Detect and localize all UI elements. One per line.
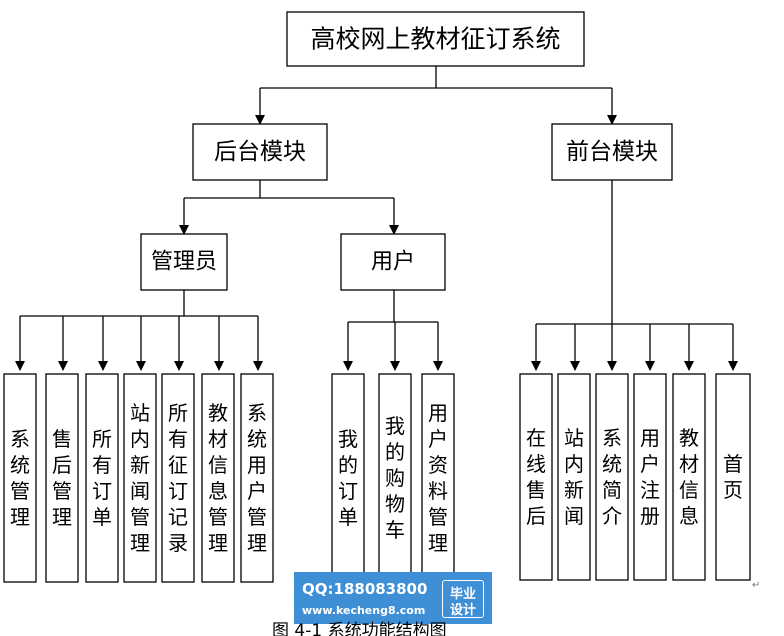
watermark-url: www.kecheng8.com [302, 604, 426, 617]
watermark-badge-line1: 毕业 [449, 587, 476, 602]
admin-item-0: 系统管理 [3, 373, 37, 583]
paragraph-mark: ↵ [752, 580, 761, 591]
frontend-item-4-box [672, 373, 706, 581]
admin-item-5-box [201, 373, 235, 583]
frontend-item-0-box [519, 373, 553, 581]
backend-module-node-label: 后台模块 [214, 139, 306, 165]
admin-item-0-box [3, 373, 37, 583]
admin-item-4: 所有征订记录 [161, 373, 195, 583]
admin-item-6: 系统用户管理 [240, 373, 274, 583]
admin-item-5: 教材信息管理 [201, 373, 235, 583]
frontend-item-2-label: 系统简介 [602, 426, 622, 528]
admin-item-5-label: 教材信息管理 [208, 401, 228, 555]
admin-node-box [140, 233, 228, 291]
root-node: 高校网上教材征订系统 [286, 11, 585, 67]
frontend-item-3-box [633, 373, 667, 581]
user-item-2-label: 用户资料管理 [428, 401, 448, 555]
backend-module-node-box [192, 123, 328, 181]
user-item-1-label: 我的购物车 [385, 414, 405, 542]
admin-item-1: 售后管理 [45, 373, 79, 583]
figure-caption: 图 4-1 系统功能结构图 [272, 621, 447, 636]
admin-item-4-box [161, 373, 195, 583]
admin-item-0-label: 系统管理 [10, 427, 30, 529]
admin-item-2-label: 所有订单 [92, 427, 112, 529]
frontend-item-1-box [557, 373, 591, 581]
frontend-item-5: 首页 [715, 373, 751, 581]
admin-item-1-box [45, 373, 79, 583]
watermark: QQ:188083800 www.kecheng8.com 毕业 设计 [294, 572, 492, 624]
frontend-item-4-label: 教材信息 [679, 426, 699, 528]
frontend-item-1: 站内新闻 [557, 373, 591, 581]
admin-item-2-box [85, 373, 119, 583]
frontend-module-node: 前台模块 [551, 123, 673, 181]
user-item-1-box [378, 373, 412, 583]
root-node-box [286, 11, 585, 67]
user-item-0-label: 我的订单 [338, 427, 358, 529]
frontend-item-3-label: 用户注册 [640, 426, 660, 528]
user-node: 用户 [340, 233, 446, 291]
user-node-box [340, 233, 446, 291]
admin-item-6-label: 系统用户管理 [247, 401, 267, 555]
backend-module-node: 后台模块 [192, 123, 328, 181]
admin-item-3: 站内新闻管理 [123, 373, 157, 583]
user-item-2: 用户资料管理 [421, 373, 455, 583]
admin-item-2: 所有订单 [85, 373, 119, 583]
root-node-label: 高校网上教材征订系统 [310, 25, 560, 54]
admin-item-3-label: 站内新闻管理 [130, 401, 150, 555]
frontend-item-5-label: 首页 [723, 452, 743, 502]
frontend-module-node-label: 前台模块 [566, 139, 658, 165]
frontend-item-4: 教材信息 [672, 373, 706, 581]
connector-lines [15, 66, 738, 371]
admin-item-1-label: 售后管理 [52, 427, 72, 529]
frontend-item-1-label: 站内新闻 [564, 426, 584, 528]
frontend-item-0: 在线售后 [519, 373, 553, 581]
admin-item-3-box [123, 373, 157, 583]
watermark-badge: 毕业 设计 [442, 580, 484, 618]
user-item-2-box [421, 373, 455, 583]
watermark-badge-line2: 设计 [449, 603, 476, 618]
frontend-item-0-label: 在线售后 [526, 426, 546, 528]
user-item-0-box [331, 373, 365, 583]
watermark-qq: QQ:188083800 [302, 580, 428, 598]
frontend-item-2: 系统简介 [595, 373, 629, 581]
frontend-item-5-box [715, 373, 751, 581]
admin-node-label: 管理员 [151, 250, 217, 275]
user-node-label: 用户 [371, 250, 415, 275]
admin-item-4-label: 所有征订记录 [168, 401, 188, 555]
frontend-module-node-box [551, 123, 673, 181]
frontend-item-2-box [595, 373, 629, 581]
admin-node: 管理员 [140, 233, 228, 291]
user-item-0: 我的订单 [331, 373, 365, 583]
admin-item-6-box [240, 373, 274, 583]
frontend-item-3: 用户注册 [633, 373, 667, 581]
user-item-1: 我的购物车 [378, 373, 412, 583]
